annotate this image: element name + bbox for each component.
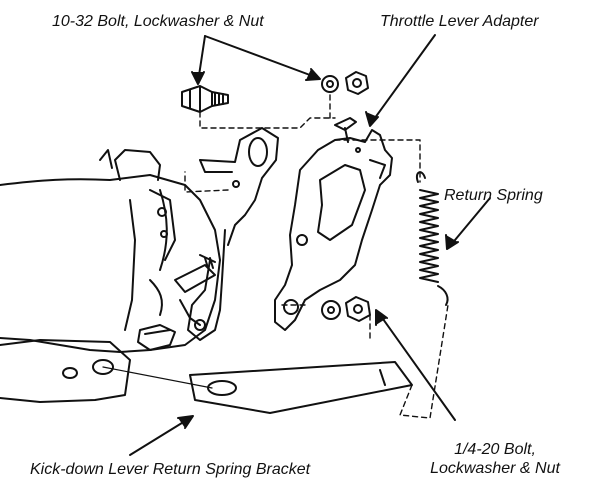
return-spring [415,171,449,306]
small-lockwasher [321,75,339,93]
large-nut [345,296,371,322]
label-kickdown-bracket: Kick-down Lever Return Spring Bracket [30,461,311,478]
label-throttle-lever-adapter: Throttle Lever Adapter [380,13,539,30]
label-large-bolt-line1: 1/4-20 Bolt, [454,441,536,458]
alignment-lines [184,94,449,419]
label-small-bolt: 10-32 Bolt, Lockwasher & Nut [52,13,264,30]
label-large-bolt-line2: Lockwasher & Nut [430,460,560,477]
label-large-bolt: 1/4-20 Bolt, Lockwasher & Nut [400,440,590,478]
small-nut [345,71,369,95]
throttle-lever-adapter [274,117,393,331]
large-lockwasher [321,300,341,320]
original-throttle-lever [187,127,279,341]
small-bolt [181,85,229,113]
callout-arrows [102,34,491,456]
label-return-spring: Return Spring [444,187,543,204]
kickdown-bracket [189,361,413,414]
carburetor-body [0,149,221,403]
